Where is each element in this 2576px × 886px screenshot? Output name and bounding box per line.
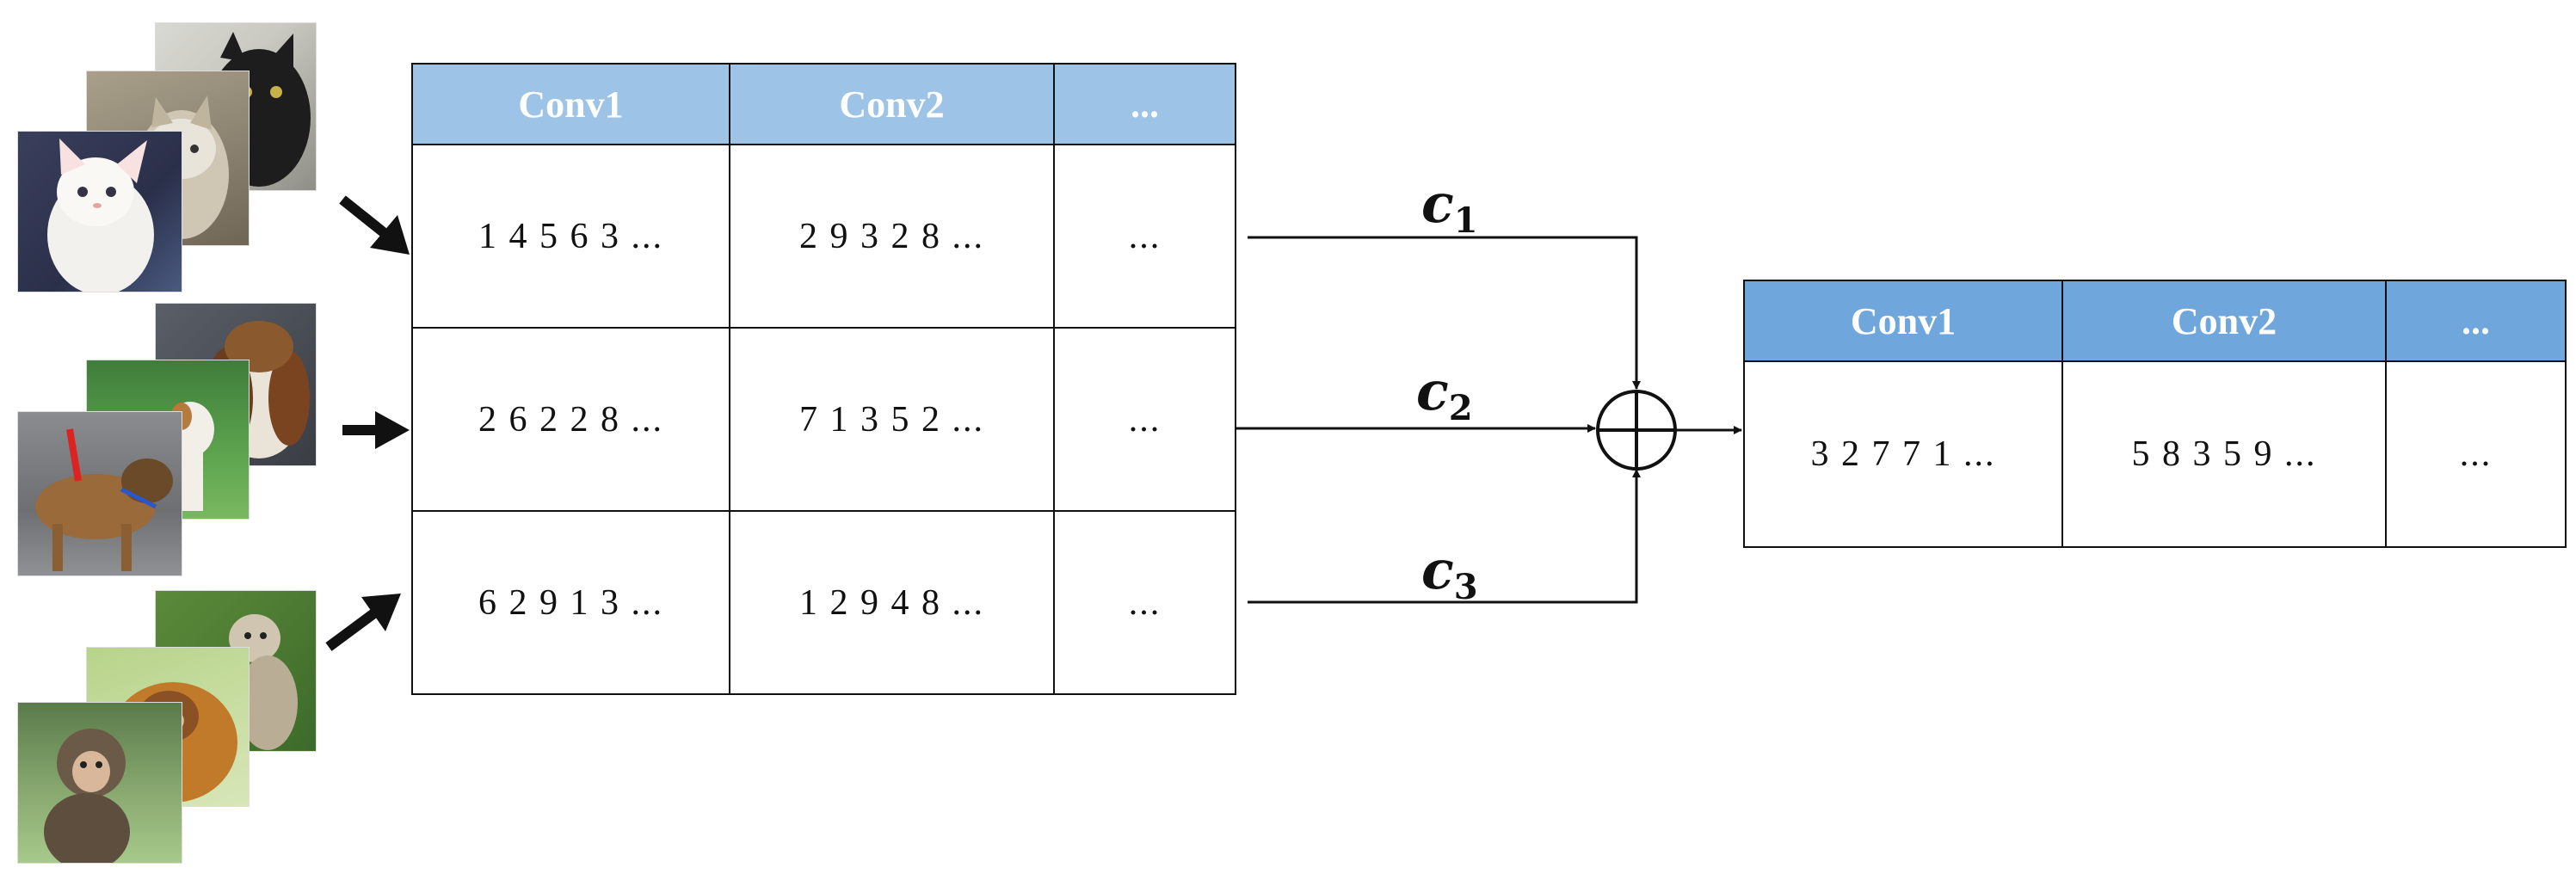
left-header-conv2: Conv2 <box>729 63 1055 145</box>
coefficient-symbol: c <box>1416 360 1449 422</box>
right-cell-conv2: 5 8 3 5 9 ... <box>2061 360 2387 548</box>
right-cell-more: ... <box>2385 360 2567 548</box>
right-feature-table: Conv1 Conv2 ... 3 2 7 7 1 ... 5 8 3 5 9 … <box>1743 280 2567 548</box>
left-cell-r2-conv1: 2 6 2 2 8 ... <box>411 327 730 512</box>
table-row: 1 4 5 6 3 ... 2 9 3 2 8 ... ... <box>411 144 1236 329</box>
input-arrow-dogs <box>342 411 410 449</box>
left-cell-r3-more: ... <box>1053 510 1236 695</box>
circled-plus-icon <box>1596 390 1677 471</box>
left-cell-r1-more: ... <box>1053 144 1236 329</box>
left-cell-r2-conv2: 7 1 3 5 2 ... <box>729 327 1055 512</box>
left-cell-r3-conv2: 1 2 9 4 8 ... <box>729 510 1055 695</box>
right-header-conv1: Conv1 <box>1743 280 2063 362</box>
right-header-more: ... <box>2385 280 2567 362</box>
coefficient-subscript: 2 <box>1448 388 1473 428</box>
coefficient-symbol: c <box>1421 538 1454 601</box>
left-feature-table: Conv1 Conv2 ... 1 4 5 6 3 ... 2 9 3 2 8 … <box>411 63 1236 695</box>
left-header-more: ... <box>1053 63 1236 145</box>
coefficient-c3: c3 <box>1421 544 1478 605</box>
monkey-forest-photo <box>17 702 182 864</box>
right-table-header-row: Conv1 Conv2 ... <box>1743 280 2567 362</box>
white-kitten-photo <box>17 131 182 292</box>
table-row: 2 6 2 2 8 ... 7 1 3 5 2 ... ... <box>411 327 1236 512</box>
coefficient-c2: c2 <box>1416 365 1473 426</box>
table-row: 6 2 9 1 3 ... 1 2 9 4 8 ... ... <box>411 510 1236 695</box>
coefficient-subscript: 1 <box>1453 200 1478 241</box>
left-cell-r2-more: ... <box>1053 327 1236 512</box>
left-cell-r3-conv1: 6 2 9 1 3 ... <box>411 510 730 695</box>
shepherd-dog-photo <box>17 411 182 576</box>
left-cell-r1-conv1: 1 4 5 6 3 ... <box>411 144 730 329</box>
left-cell-r1-conv2: 2 9 3 2 8 ... <box>729 144 1055 329</box>
right-cell-conv1: 3 2 7 7 1 ... <box>1743 360 2063 548</box>
table-row: 3 2 7 7 1 ... 5 8 3 5 9 ... ... <box>1743 360 2567 548</box>
coefficient-c1: c1 <box>1421 177 1478 238</box>
coefficient-symbol: c <box>1421 172 1454 235</box>
input-arrow-monkeys <box>325 594 401 651</box>
c1-path <box>1248 236 1641 390</box>
left-table-header-row: Conv1 Conv2 ... <box>411 63 1236 145</box>
c3-path <box>1248 469 1641 604</box>
coefficient-subscript: 3 <box>1453 567 1478 607</box>
left-header-conv1: Conv1 <box>411 63 730 145</box>
right-header-conv2: Conv2 <box>2061 280 2387 362</box>
input-arrow-cats <box>339 195 410 255</box>
